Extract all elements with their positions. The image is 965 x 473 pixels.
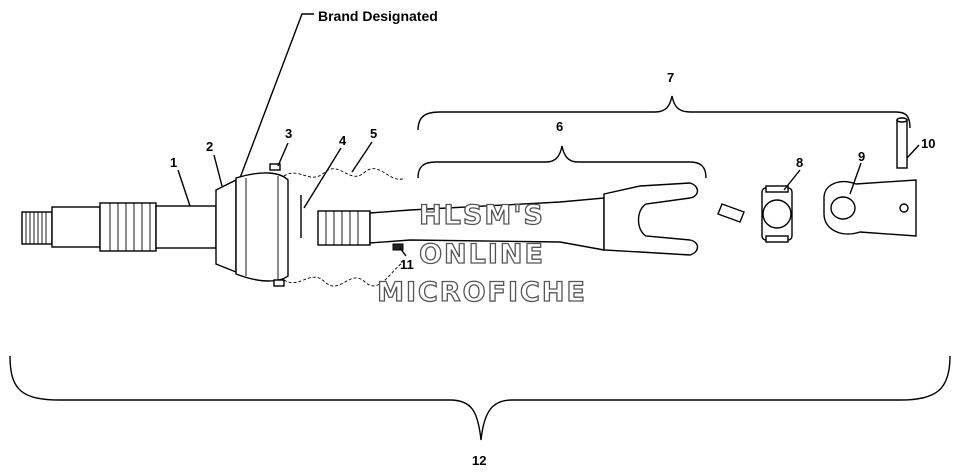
callout-10: 10 [921,136,935,151]
part-11-fitting [392,243,404,251]
callout-7: 7 [667,70,674,85]
callout-6: 6 [556,119,563,134]
callout-11: 11 [400,257,414,272]
part-6-yoke-shaft [317,182,699,256]
part-5-boot-lower [283,261,405,287]
callout-2: 2 [206,139,213,154]
brand-designated-label: Brand Designated [318,8,438,24]
watermark-line-2: ONLINE [419,239,545,270]
part-3-clips [269,163,285,287]
bracket-6 [417,145,707,179]
callout-9: 9 [858,149,865,164]
bracket-7 [417,95,911,131]
watermark-line-3: MICROFICHE [377,277,587,308]
watermark-line-1: HLSM'S [419,200,545,231]
leader-lines [177,141,920,257]
part-5-boot-upper [283,168,406,180]
callout-8: 8 [796,155,803,170]
part-9-yoke [823,179,917,237]
callout-3: 3 [285,126,292,141]
callout-12: 12 [472,453,486,468]
callout-1: 1 [170,155,177,170]
part-1-stub-shaft [21,202,217,252]
part-8-universal-joint [717,185,793,243]
callout-4: 4 [339,133,347,148]
bracket-12 [9,355,951,441]
brand-leader-line [239,13,314,179]
callout-5: 5 [370,126,377,141]
part-2-cv-joint [215,172,289,282]
part-10-pin [896,117,908,169]
